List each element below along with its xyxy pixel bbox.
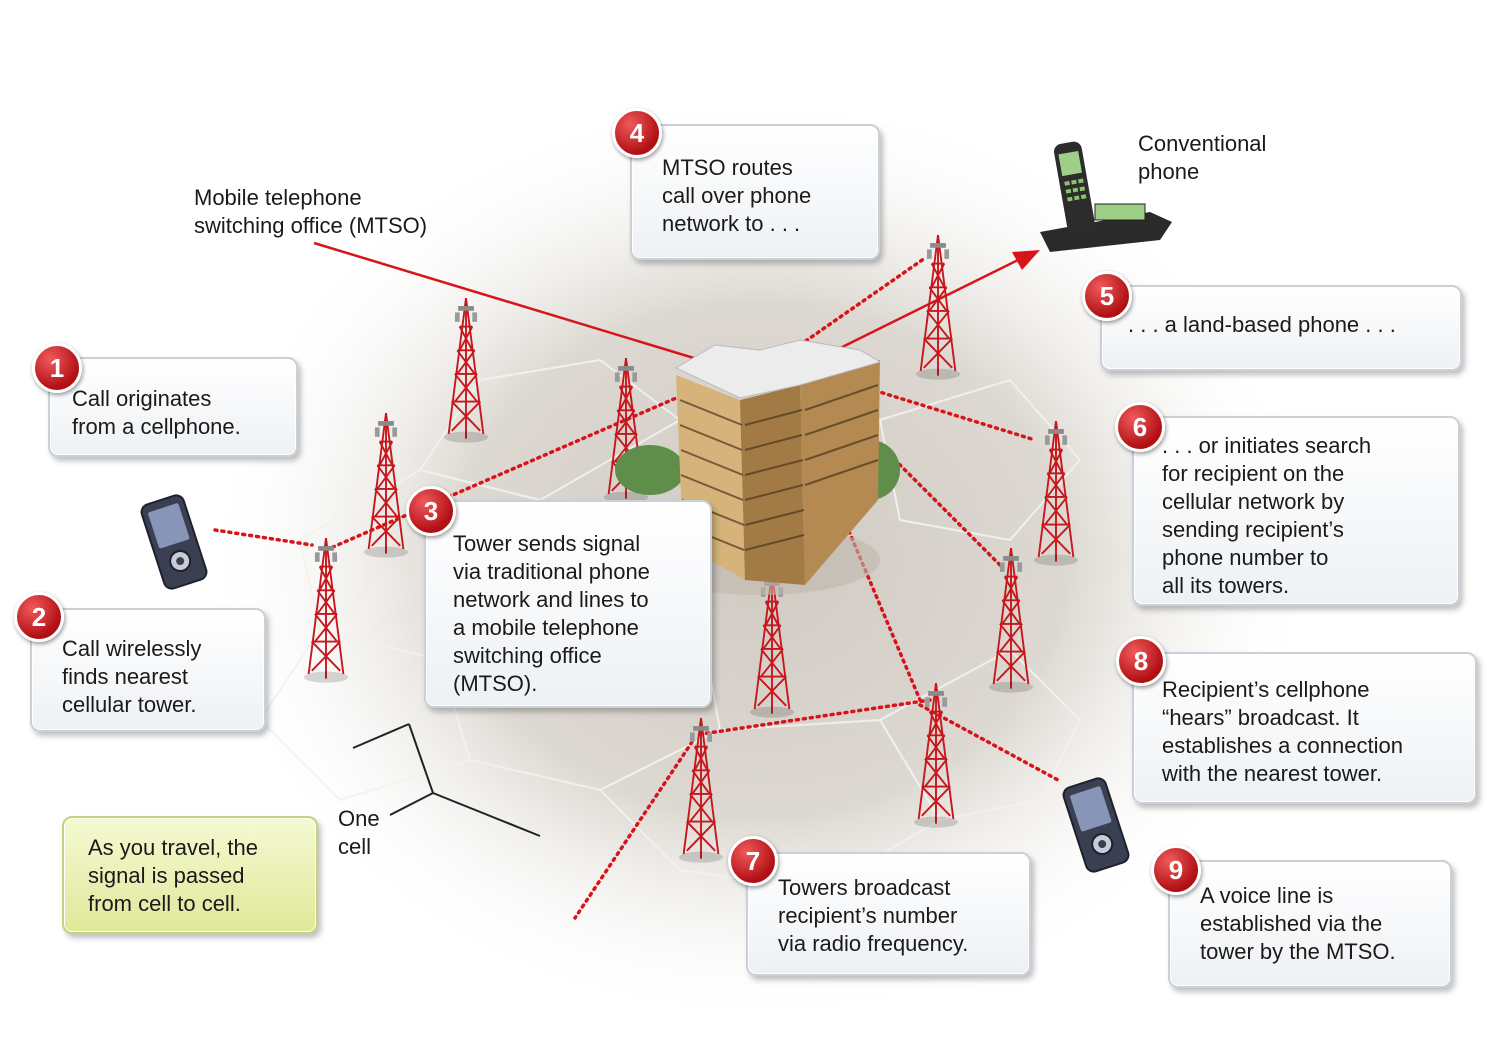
step-3-box: Tower sends signal via traditional phone… — [424, 500, 712, 708]
step-4-badge: 4 — [612, 108, 662, 158]
step-1-badge: 1 — [32, 343, 82, 393]
step-7-badge: 7 — [728, 836, 778, 886]
step-2-badge: 2 — [14, 592, 64, 642]
step-7-box: Towers broadcast recipient’s number via … — [746, 852, 1031, 976]
conventional-phone-label: Conventional phone — [1138, 131, 1267, 184]
step-6-box: . . . or initiates search for recipient … — [1132, 416, 1460, 606]
step-4-box: MTSO routes call over phone network to .… — [630, 124, 880, 260]
step-2-box: Call wirelessly finds nearest cellular t… — [30, 608, 266, 732]
step-5-box: . . . a land-based phone . . . — [1100, 285, 1462, 371]
step-9-box: A voice line is established via the towe… — [1168, 860, 1452, 988]
travel-note: As you travel, the signal is passed from… — [62, 816, 318, 934]
arrowhead — [1012, 250, 1040, 270]
solid-lines — [313, 241, 1023, 364]
step-1-box: Call originates from a cellphone. — [48, 357, 298, 457]
step-5-badge: 5 — [1082, 271, 1132, 321]
one-cell-bracket — [352, 723, 541, 837]
step-8-box: Recipient’s cellphone “hears” broadcast.… — [1132, 652, 1477, 804]
mtso-building — [674, 339, 882, 585]
step-9-badge: 9 — [1151, 845, 1201, 895]
conventional-phone-icon — [1040, 141, 1172, 252]
cellphone-caller-icon — [138, 492, 210, 592]
one-cell-label: One cell — [338, 806, 380, 859]
step-3-badge: 3 — [406, 486, 456, 536]
mtso-label: Mobile telephone switching office (MTSO) — [194, 185, 428, 238]
step-8-badge: 8 — [1116, 636, 1166, 686]
step-6-badge: 6 — [1115, 402, 1165, 452]
